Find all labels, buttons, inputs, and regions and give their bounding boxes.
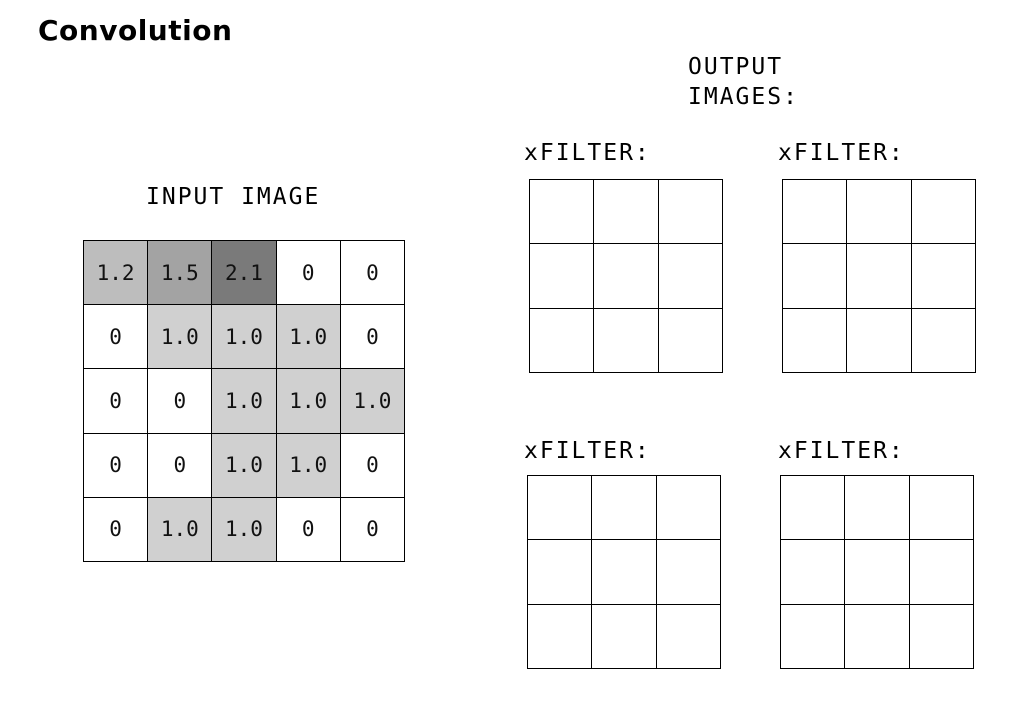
output-cell <box>845 540 910 605</box>
output-cell <box>847 180 912 245</box>
output-cell <box>528 540 593 605</box>
input-cell-r2-c3: 1.0 <box>276 369 341 434</box>
output-grid-1 <box>529 179 723 373</box>
output-grid-2 <box>782 179 976 373</box>
input-cell-r4-c3: 0 <box>276 497 341 562</box>
input-cell-r2-c0: 0 <box>84 369 149 434</box>
output-cell <box>528 604 593 669</box>
output-cell <box>911 244 976 309</box>
input-cell-r3-c1: 0 <box>148 433 213 498</box>
output-cell <box>658 308 723 373</box>
input-cell-r2-c1: 0 <box>148 369 213 434</box>
input-cell-r4-c0: 0 <box>84 497 149 562</box>
input-cell-r0-c0: 1.2 <box>84 241 149 306</box>
output-cell <box>656 540 721 605</box>
output-cell <box>530 244 595 309</box>
filter-label-4: xFILTER: <box>778 438 905 464</box>
input-cell-r4-c4: 0 <box>340 497 405 562</box>
output-cell <box>592 540 657 605</box>
output-grid-3 <box>527 475 721 669</box>
input-cell-r1-c3: 1.0 <box>276 305 341 370</box>
output-cell <box>783 244 848 309</box>
output-cell <box>530 308 595 373</box>
output-cell <box>847 308 912 373</box>
input-image-heading: INPUT IMAGE <box>146 184 321 210</box>
output-cell <box>658 180 723 245</box>
input-cell-r3-c0: 0 <box>84 433 149 498</box>
output-cell <box>909 540 974 605</box>
output-cell <box>781 476 846 541</box>
filter-label-3: xFILTER: <box>524 438 651 464</box>
output-cell <box>592 476 657 541</box>
output-cell <box>781 540 846 605</box>
output-cell <box>594 308 659 373</box>
output-cell <box>845 476 910 541</box>
output-cell <box>847 244 912 309</box>
input-cell-r1-c2: 1.0 <box>212 305 277 370</box>
input-cell-r3-c3: 1.0 <box>276 433 341 498</box>
output-cell <box>911 180 976 245</box>
output-cell <box>658 244 723 309</box>
input-cell-r4-c2: 1.0 <box>212 497 277 562</box>
input-cell-r0-c3: 0 <box>276 241 341 306</box>
output-cell <box>845 604 910 669</box>
input-cell-r1-c1: 1.0 <box>148 305 213 370</box>
output-cell <box>656 476 721 541</box>
input-cell-r0-c2: 2.1 <box>212 241 277 306</box>
filter-label-2: xFILTER: <box>778 140 905 166</box>
input-cell-r2-c2: 1.0 <box>212 369 277 434</box>
output-images-heading: OUTPUT IMAGES: <box>688 52 799 112</box>
input-cell-r2-c4: 1.0 <box>340 369 405 434</box>
input-cell-r1-c4: 0 <box>340 305 405 370</box>
output-grid-4 <box>780 475 974 669</box>
input-cell-r1-c0: 0 <box>84 305 149 370</box>
output-cell <box>594 244 659 309</box>
output-cell <box>783 180 848 245</box>
output-cell <box>528 476 593 541</box>
output-heading-line1: OUTPUT <box>688 54 784 80</box>
filter-label-1: xFILTER: <box>524 140 651 166</box>
output-cell <box>656 604 721 669</box>
output-cell <box>783 308 848 373</box>
output-cell <box>530 180 595 245</box>
output-cell <box>594 180 659 245</box>
input-cell-r4-c1: 1.0 <box>148 497 213 562</box>
output-cell <box>592 604 657 669</box>
output-cell <box>911 308 976 373</box>
input-cell-r3-c2: 1.0 <box>212 433 277 498</box>
output-cell <box>909 476 974 541</box>
output-cell <box>909 604 974 669</box>
output-heading-line2: IMAGES: <box>688 84 799 110</box>
output-cell <box>781 604 846 669</box>
input-cell-r0-c1: 1.5 <box>148 241 213 306</box>
page-title: Convolution <box>38 14 233 47</box>
input-cell-r0-c4: 0 <box>340 241 405 306</box>
input-cell-r3-c4: 0 <box>340 433 405 498</box>
